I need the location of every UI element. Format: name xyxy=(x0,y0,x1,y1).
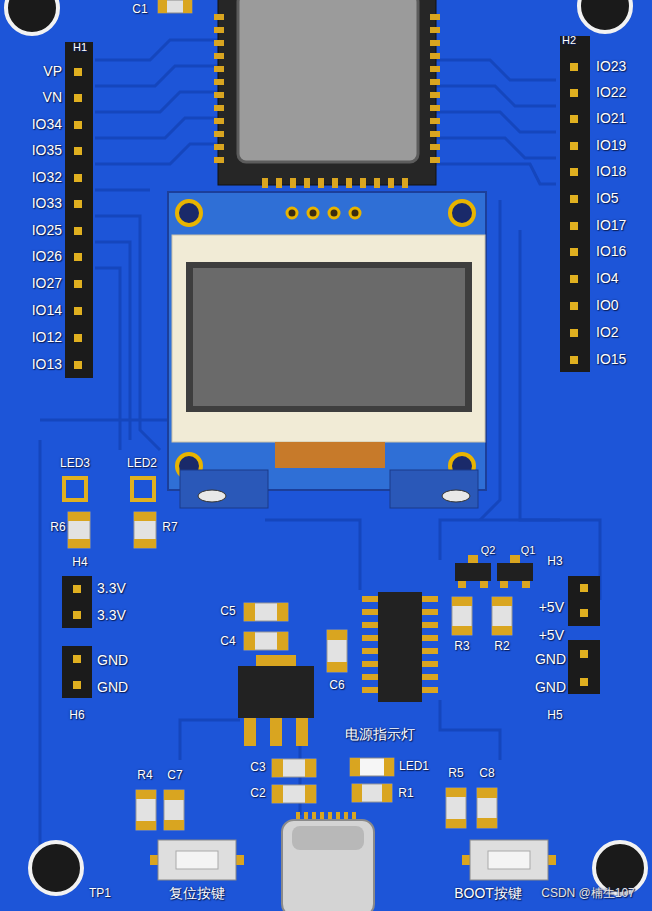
silkscreen-label: H2 xyxy=(562,34,576,46)
pin-name: IO25 xyxy=(32,223,62,238)
silkscreen-label: C2 xyxy=(250,787,265,800)
pin-name: IO5 xyxy=(596,191,619,206)
silkscreen-label: C6 xyxy=(329,679,344,692)
pin-name: IO17 xyxy=(596,218,626,233)
capacitor-c1 xyxy=(158,0,192,13)
silkscreen-label: R7 xyxy=(162,521,177,534)
mounting-holes xyxy=(6,0,646,894)
silkscreen-label: 3.3V xyxy=(97,581,126,596)
pin-name: IO22 xyxy=(596,85,626,100)
silkscreen-label: LED1 xyxy=(399,760,429,773)
usb-c-connector xyxy=(282,812,374,911)
tact-buttons xyxy=(150,840,556,880)
headers-small xyxy=(62,576,600,698)
silkscreen-label: H1 xyxy=(73,41,87,53)
pin-name: IO18 xyxy=(596,164,626,179)
silkscreen-label: LED2 xyxy=(127,457,157,470)
pin-name: IO26 xyxy=(32,249,62,264)
oled-module xyxy=(168,192,486,508)
pin-name: IO4 xyxy=(596,271,619,286)
pin-name: IO33 xyxy=(32,196,62,211)
silkscreen-label: GND xyxy=(97,653,128,668)
silkscreen-label: 电源指示灯 xyxy=(345,727,415,742)
silkscreen-label: H4 xyxy=(72,556,87,569)
pin-name: IO27 xyxy=(32,276,62,291)
silkscreen-label: GND xyxy=(535,680,566,695)
silkscreen-label: C1 xyxy=(132,3,147,16)
silkscreen-label: BOOT按键 xyxy=(454,886,522,901)
silkscreen-label: Q2 xyxy=(481,544,496,556)
watermark: CSDN @楠生107 xyxy=(541,887,635,900)
silkscreen-label: R1 xyxy=(398,787,413,800)
silkscreen-label: LED3 xyxy=(60,457,90,470)
pin-name: IO23 xyxy=(596,59,626,74)
silkscreen-label: R3 xyxy=(454,640,469,653)
silkscreen-label: C7 xyxy=(167,769,182,782)
pin-name: IO19 xyxy=(596,138,626,153)
silkscreen-label: 3.3V xyxy=(97,608,126,623)
pin-name: IO14 xyxy=(32,303,62,318)
regulator-sot223 xyxy=(238,655,314,746)
pin-name: VN xyxy=(43,90,62,105)
smd-parts xyxy=(64,478,533,830)
pin-name: IO34 xyxy=(32,117,62,132)
silkscreen-label: C4 xyxy=(220,635,235,648)
silkscreen-label: R5 xyxy=(448,767,463,780)
silkscreen-label: H6 xyxy=(69,709,84,722)
pin-name: IO21 xyxy=(596,111,626,126)
pin-header-left xyxy=(65,42,93,378)
pin-header-right xyxy=(560,36,590,372)
pin-name: IO35 xyxy=(32,143,62,158)
silkscreen-label: 复位按键 xyxy=(169,886,225,901)
silkscreen-label: Q1 xyxy=(521,544,536,556)
silkscreen-label: +5V xyxy=(539,600,564,615)
silkscreen-label: GND xyxy=(535,652,566,667)
silkscreen-label: R6 xyxy=(50,521,65,534)
silkscreen-label: R2 xyxy=(494,640,509,653)
pin-name: IO32 xyxy=(32,170,62,185)
silkscreen-label: C5 xyxy=(220,605,235,618)
silkscreen-label: GND xyxy=(97,680,128,695)
silkscreen-label: C8 xyxy=(479,767,494,780)
pin-name: IO16 xyxy=(596,244,626,259)
silkscreen-label: R4 xyxy=(137,769,152,782)
silkscreen-label: H5 xyxy=(547,709,562,722)
silkscreen-label: C3 xyxy=(250,761,265,774)
pin-name: IO13 xyxy=(32,357,62,372)
silkscreen-label: +5V xyxy=(539,628,564,643)
pin-name: IO15 xyxy=(596,352,626,367)
pin-name: IO12 xyxy=(32,330,62,345)
silkscreen-label: TP1 xyxy=(89,887,111,900)
soic-chip xyxy=(362,592,438,702)
pin-name: IO0 xyxy=(596,298,619,313)
pin-name: VP xyxy=(43,64,62,79)
pin-name: IO2 xyxy=(596,325,619,340)
silkscreen-label: H3 xyxy=(547,555,562,568)
esp32-module xyxy=(214,0,440,188)
